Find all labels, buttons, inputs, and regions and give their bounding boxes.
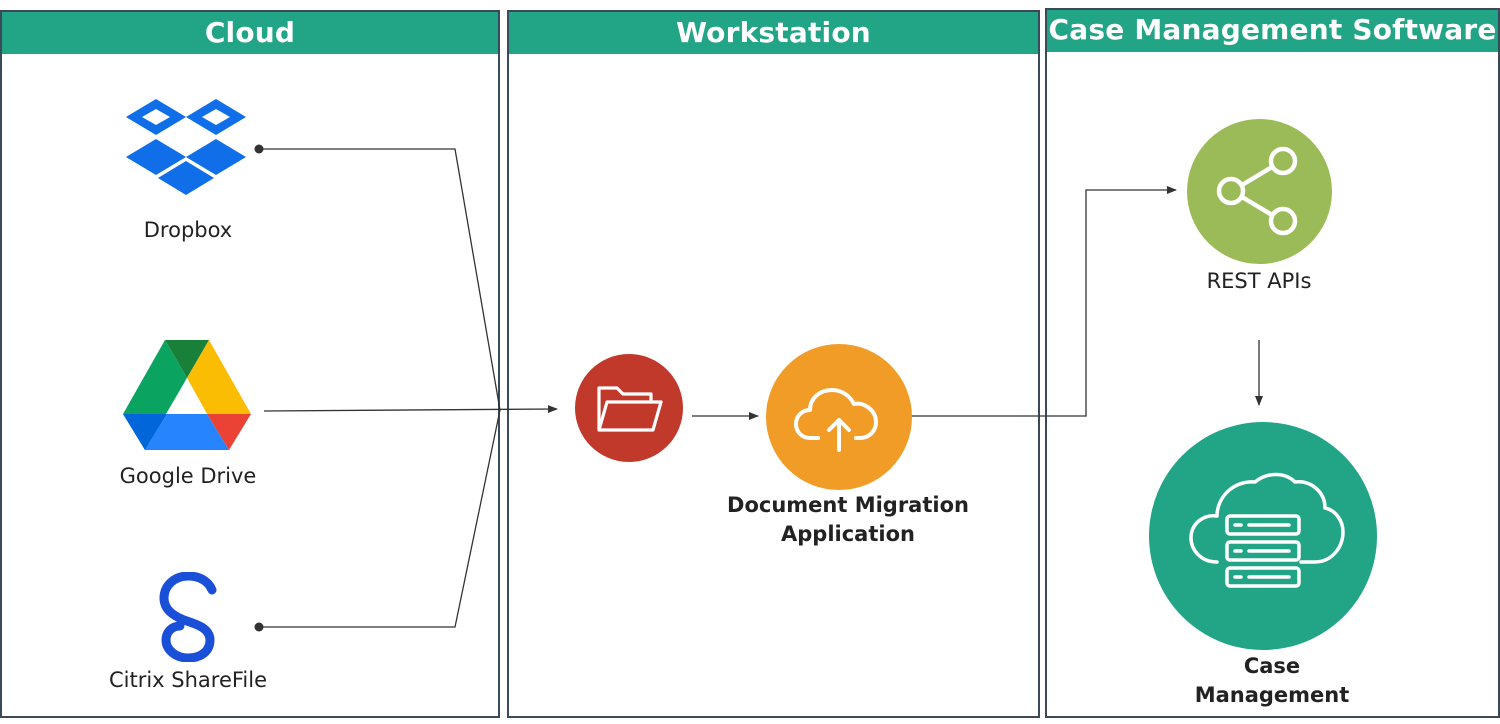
cloud-upload-icon xyxy=(766,344,912,490)
case-label-line2: Management xyxy=(1194,683,1350,707)
case-label-line1: Case xyxy=(1243,654,1301,678)
google-drive-node xyxy=(123,340,251,452)
sharefile-node xyxy=(154,572,224,662)
cloud-server-icon xyxy=(1149,422,1377,650)
google-drive-label: Google Drive xyxy=(119,464,257,488)
sharefile-connector xyxy=(254,409,501,632)
folder-icon xyxy=(575,354,683,462)
migration-node xyxy=(766,344,912,490)
dropbox-label: Dropbox xyxy=(143,218,233,242)
rest-node xyxy=(1187,119,1332,264)
folder-node xyxy=(575,354,683,462)
migration-to-rest-connector xyxy=(911,186,1177,417)
workstation-panel: Workstation xyxy=(507,10,1040,718)
dropbox-node xyxy=(126,97,246,197)
cloud-panel: Cloud xyxy=(0,10,500,718)
migration-label-line2: Application xyxy=(781,522,915,546)
rest-label: REST APIs xyxy=(1206,269,1312,293)
google-drive-connector xyxy=(263,405,558,414)
dropbox-icon xyxy=(126,99,246,195)
cloud-panel-title: Cloud xyxy=(2,12,498,54)
migration-label-line1: Document Migration xyxy=(727,493,969,517)
google-drive-icon xyxy=(123,340,251,450)
dropbox-connector xyxy=(254,144,501,411)
case-node xyxy=(1149,422,1377,650)
sharefile-icon xyxy=(159,572,217,662)
case-management-panel-title: Case Management Software xyxy=(1047,10,1498,52)
sharefile-label: Citrix ShareFile xyxy=(108,668,268,692)
share-icon xyxy=(1187,119,1332,264)
workstation-panel-title: Workstation xyxy=(509,12,1038,54)
